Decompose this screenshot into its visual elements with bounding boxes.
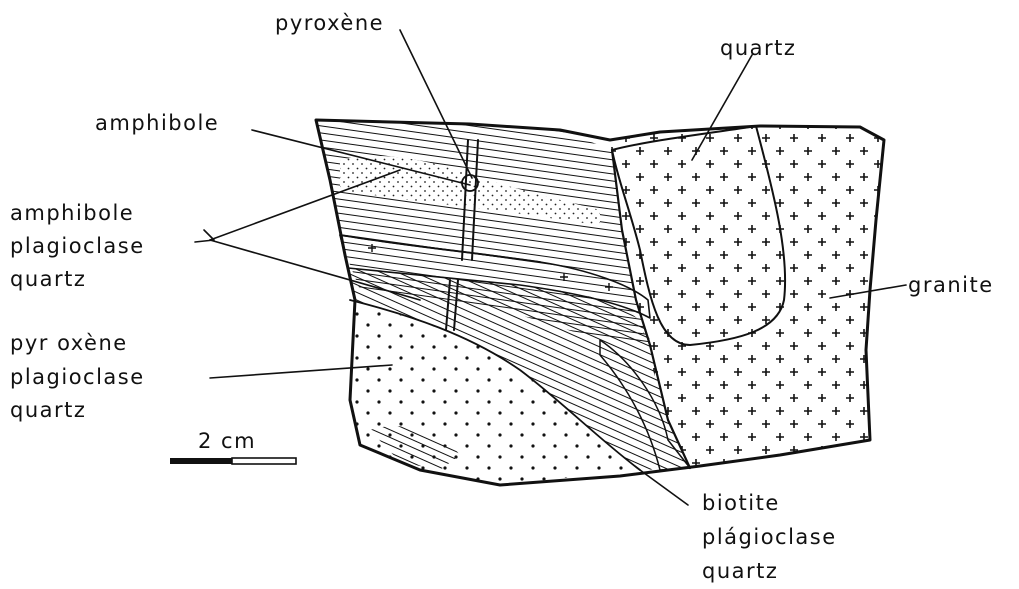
label-amphibole: amphibole	[95, 111, 219, 135]
label-pyx-line3: quartz	[10, 398, 86, 422]
label-pyx-line2: plagioclase	[10, 365, 145, 389]
scale-bar-label: 2 cm	[198, 429, 256, 453]
leader-biotite	[640, 470, 688, 505]
label-pyx-line1: pyr oxène	[10, 331, 128, 355]
label-amph-line1: amphibole	[10, 201, 134, 225]
label-granite: granite	[908, 273, 994, 297]
label-bio-line2: plágioclase	[702, 525, 837, 549]
label-quartz: quartz	[720, 36, 796, 60]
scale-bar-filled-segment	[170, 458, 232, 464]
scale-bar-open-segment	[232, 458, 296, 464]
arrow-head	[195, 230, 214, 242]
label-bio-line3: quartz	[702, 559, 778, 583]
label-pyroxene: pyroxène	[275, 11, 384, 35]
scale-bar: 2 cm	[170, 429, 296, 464]
label-bio-line1: biotite	[702, 491, 780, 515]
label-amph-line2: plagioclase	[10, 234, 145, 258]
label-amph-line3: quartz	[10, 267, 86, 291]
